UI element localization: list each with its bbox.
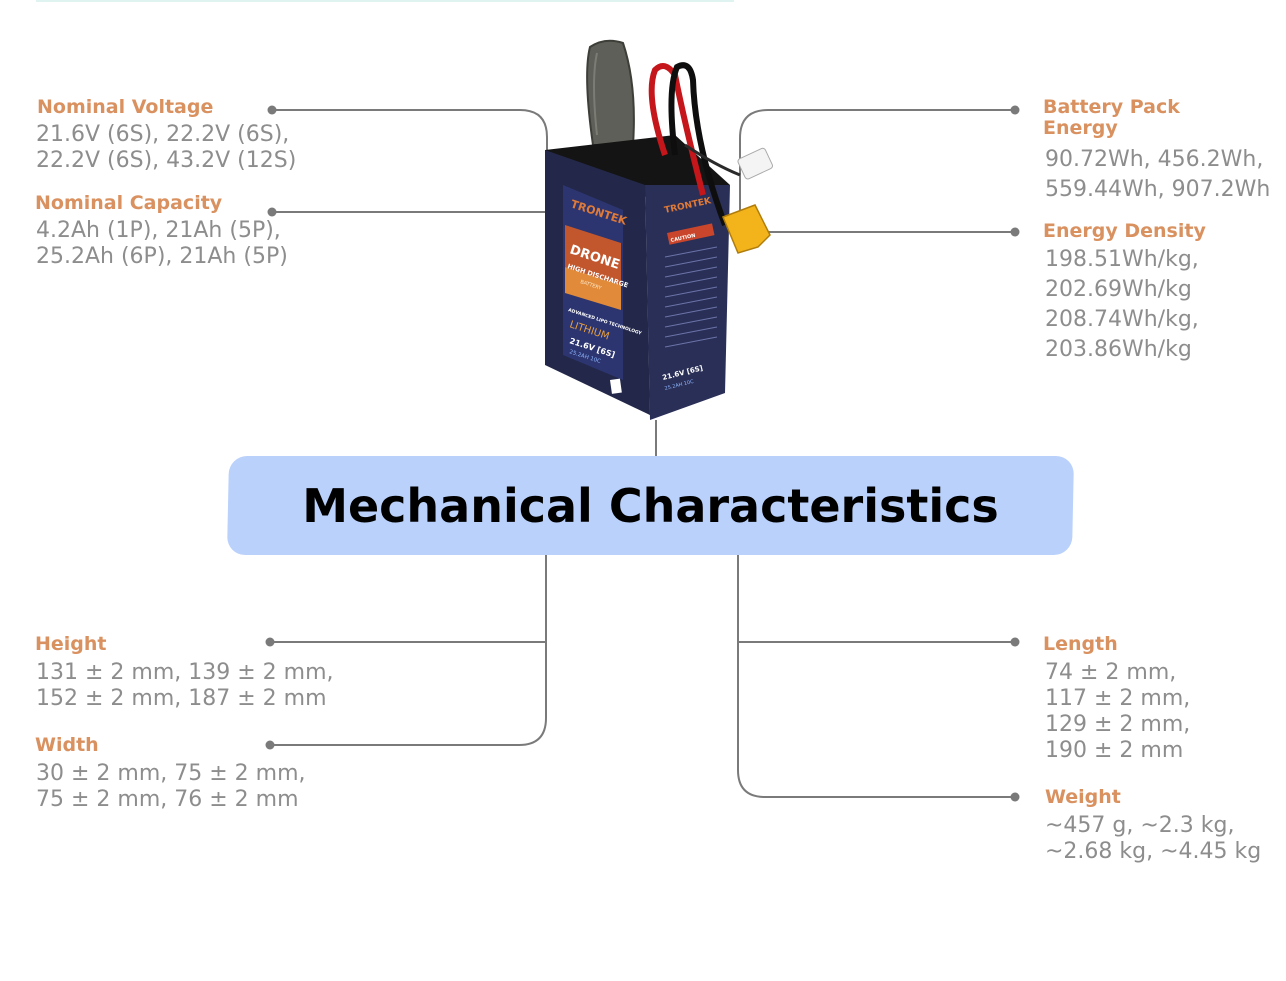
battery-image: TRONTEK DRONE HIGH DISCHARGE BATTERY ADV… <box>545 39 774 420</box>
dot-length <box>1010 637 1020 647</box>
battery-strap <box>586 39 635 146</box>
balance-wire <box>684 143 741 177</box>
xt-connector <box>722 204 771 254</box>
dot-height <box>265 637 275 647</box>
length-value: 74 ± 2 mm, 117 ± 2 mm, 129 ± 2 mm, 190 ±… <box>1045 660 1191 763</box>
dot-width <box>265 740 275 750</box>
height-value: 131 ± 2 mm, 139 ± 2 mm, 152 ± 2 mm, 187 … <box>36 660 334 711</box>
dot-battery-pack-energy <box>1010 105 1020 115</box>
weight-value: ~457 g, ~2.3 kg, ~2.68 kg, ~4.45 kg <box>1045 813 1262 864</box>
dot-energy-density <box>1010 227 1020 237</box>
width-value: 30 ± 2 mm, 75 ± 2 mm, 75 ± 2 mm, 76 ± 2 … <box>36 761 306 812</box>
battery-pack-energy-label: Battery Pack Energy <box>1043 96 1180 139</box>
nominal-voltage-value: 21.6V (6S), 22.2V (6S), 22.2V (6S), 43.2… <box>36 122 297 173</box>
connector-nominal-voltage <box>272 109 548 212</box>
connector-battery-pack-energy <box>739 109 1015 232</box>
caution-text: CAUTION <box>670 233 696 244</box>
dot-nominal-voltage <box>267 105 277 115</box>
nominal-voltage-label: Nominal Voltage <box>37 96 214 118</box>
dot-weight <box>1010 792 1020 802</box>
dot-nominal-capacity <box>267 207 277 217</box>
energy-density-label: Energy Density <box>1043 220 1206 242</box>
nominal-capacity-label: Nominal Capacity <box>35 192 223 214</box>
black-cable <box>668 62 728 227</box>
length-label: Length <box>1043 633 1118 655</box>
page-title: Mechanical Characteristics <box>302 478 999 533</box>
balance-connector <box>737 147 774 180</box>
height-label: Height <box>35 633 107 655</box>
connector-width <box>270 642 547 746</box>
width-label: Width <box>35 734 99 756</box>
connector-weight <box>737 642 1015 798</box>
energy-density-value: 198.51Wh/kg, 202.69Wh/kg 208.74Wh/kg, 20… <box>1045 247 1199 362</box>
top-divider <box>36 0 734 2</box>
weight-label: Weight <box>1045 786 1121 808</box>
nominal-capacity-value: 4.2Ah (1P), 21Ah (5P), 25.2Ah (6P), 21Ah… <box>36 218 288 269</box>
connector-height <box>270 555 547 643</box>
connector-length <box>737 555 1015 643</box>
red-cable <box>648 63 706 196</box>
battery-pack-energy-value: 90.72Wh, 456.2Wh, 559.44Wh, 907.2Wh <box>1045 147 1271 202</box>
